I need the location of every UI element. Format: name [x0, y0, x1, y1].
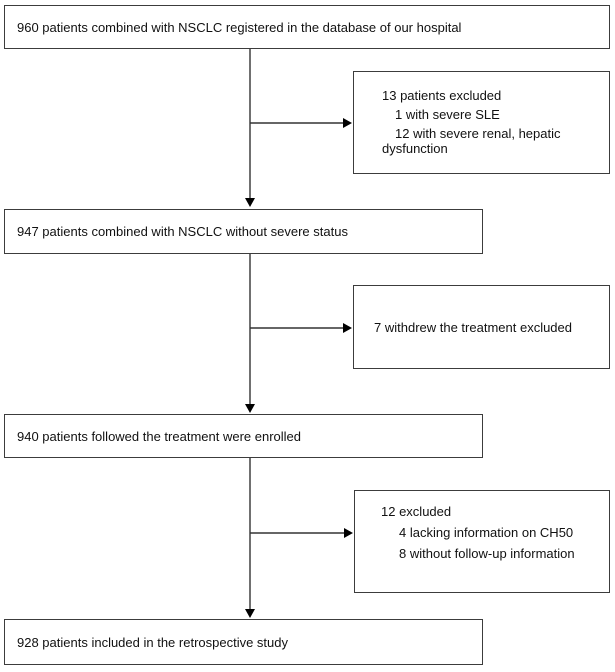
- arrowhead-right-2-icon: [343, 323, 352, 333]
- arrow-down-3: [245, 458, 255, 618]
- arrow-down-1: [245, 49, 255, 207]
- arrowhead-down-1-icon: [245, 198, 255, 207]
- flow-box-included: 928 patients included in the retrospecti…: [4, 619, 483, 665]
- exclusion-1-title: 13 patients excluded: [382, 88, 502, 103]
- flow-box-registered-label: 960 patients combined with NSCLC registe…: [17, 19, 462, 35]
- flow-box-included-label: 928 patients included in the retrospecti…: [17, 634, 289, 650]
- flow-box-without-severe-status: 947 patients combined with NSCLC without…: [4, 209, 483, 254]
- arrow-branch-2: [250, 323, 352, 333]
- exclusion-box-missing-info: 12 excluded 4 lacking information on CH5…: [354, 490, 610, 593]
- flow-box-enrolled: 940 patients followed the treatment were…: [4, 414, 483, 458]
- exclusion-box-severe-status: 13 patients excluded 1 with severe SLE 1…: [353, 71, 610, 174]
- exclusion-3-title: 12 excluded: [381, 504, 452, 519]
- arrow-branch-1: [250, 118, 352, 128]
- exclusion-3-item: 4 lacking information on CH50: [399, 525, 574, 540]
- arrowhead-right-3-icon: [344, 528, 353, 538]
- flow-box-registered: 960 patients combined with NSCLC registe…: [4, 5, 610, 49]
- exclusion-1-item: 1 with severe SLE: [395, 107, 500, 122]
- exclusion-1-item: 12 with severe renal, hepatic dysfunctio…: [382, 126, 561, 156]
- arrowhead-down-2-icon: [245, 404, 255, 413]
- arrow-down-2: [245, 254, 255, 413]
- exclusion-3-item: 8 without follow-up information: [399, 546, 575, 561]
- exclusion-2-title: 7 withdrew the treatment excluded: [374, 319, 572, 335]
- arrowhead-right-1-icon: [343, 118, 352, 128]
- arrowhead-down-3-icon: [245, 609, 255, 618]
- exclusion-box-withdrew: 7 withdrew the treatment excluded: [353, 285, 610, 369]
- flow-box-enrolled-label: 940 patients followed the treatment were…: [17, 428, 302, 444]
- flow-box-without-severe-status-label: 947 patients combined with NSCLC without…: [17, 224, 348, 239]
- arrow-branch-3: [250, 528, 353, 538]
